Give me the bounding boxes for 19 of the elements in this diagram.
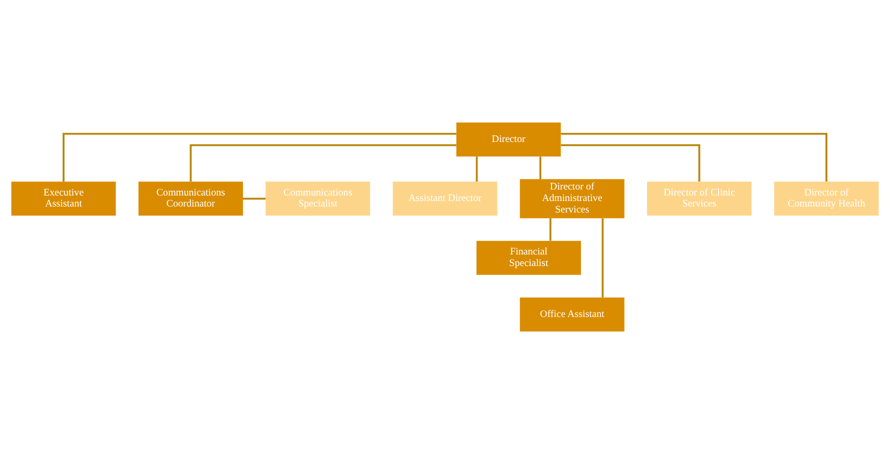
node-box: Communications Coordinator — [138, 182, 243, 216]
connector — [549, 218, 552, 241]
node-box: Director of Community Health — [774, 182, 879, 216]
connector — [476, 156, 478, 182]
connector — [560, 144, 700, 182]
connector — [539, 156, 542, 180]
connector — [560, 132, 828, 182]
node-box: Communications Specialist — [266, 182, 370, 216]
node-box: Executive Assistant — [11, 182, 116, 216]
connector — [602, 218, 604, 298]
connector — [190, 144, 456, 182]
node-box: Director of Clinic Services — [647, 182, 752, 216]
node-box: Office Assistant — [520, 298, 624, 332]
node-box: Director of Administrative Services — [520, 179, 624, 218]
connector — [62, 132, 456, 182]
node-box: Director — [456, 122, 561, 156]
node-box: Assistant Director — [392, 182, 498, 216]
connector — [242, 198, 266, 200]
node-box: Financial Specialist — [476, 240, 581, 275]
